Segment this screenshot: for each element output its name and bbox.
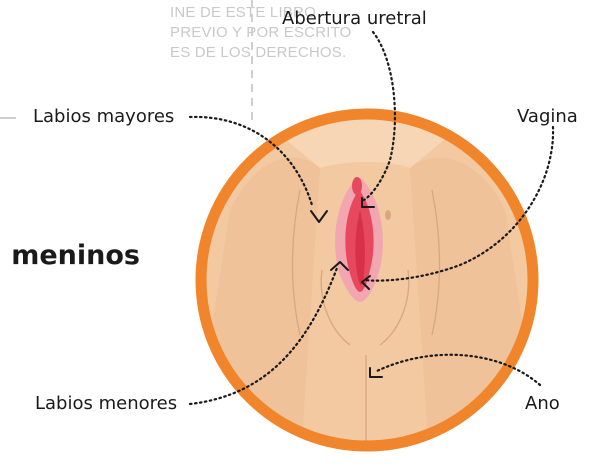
section-heading: meninos bbox=[11, 240, 140, 271]
watermark-line-2: PREVIO Y POR ESCRITO bbox=[170, 24, 352, 41]
marker-vagina bbox=[361, 275, 371, 290]
pointer-urethral bbox=[362, 30, 397, 202]
marker-urethral bbox=[361, 197, 375, 208]
marker-anus bbox=[369, 367, 383, 378]
pointer-anus bbox=[373, 353, 542, 387]
vulva bbox=[335, 177, 383, 302]
marker-labia-minora bbox=[330, 261, 349, 271]
watermark-line-1: INE DE ESTE LIBRO bbox=[170, 4, 316, 21]
pointer-labia-majora bbox=[188, 115, 314, 207]
label-anus: Ano bbox=[525, 393, 560, 414]
marker-labia-majora bbox=[310, 210, 328, 223]
label-labia-minora: Labios menores bbox=[35, 393, 178, 414]
pointer-labia-minora bbox=[188, 266, 339, 406]
label-vagina: Vagina bbox=[517, 106, 578, 127]
label-urethral-opening: Abertura uretral bbox=[282, 8, 427, 29]
watermark-line-3: ES DE LOS DERECHOS. bbox=[170, 44, 347, 61]
label-labia-majora: Labios mayores bbox=[33, 106, 175, 127]
orange-ring bbox=[195, 108, 539, 452]
